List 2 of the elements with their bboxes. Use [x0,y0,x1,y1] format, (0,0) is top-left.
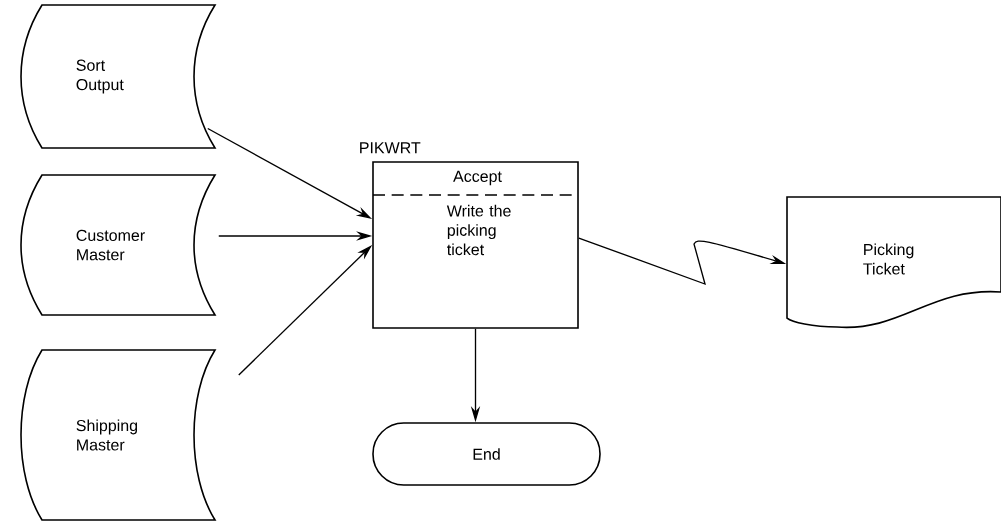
node-label: PIKWRT [360,142,421,154]
process-box: PIKWRT Accept Write the picking ticket [360,142,579,329]
